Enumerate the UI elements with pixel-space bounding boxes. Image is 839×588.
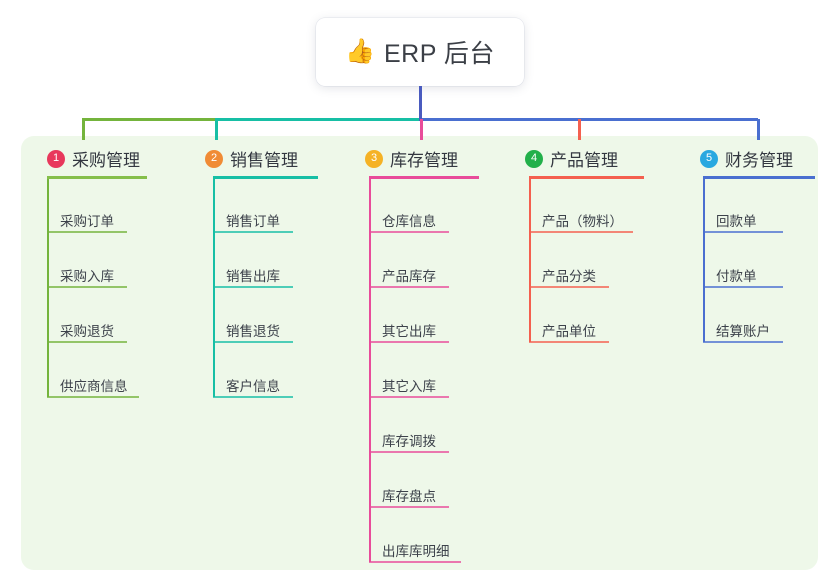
leaf-item-rule (47, 396, 139, 398)
leaf-item-rule (369, 286, 449, 288)
leaf-item[interactable]: 付款单 (716, 269, 757, 284)
drop-product (578, 119, 581, 140)
leaf-item-rule (47, 286, 127, 288)
leaf-item-rule (213, 341, 293, 343)
leaf-item[interactable]: 其它入库 (382, 379, 436, 394)
leaf-item[interactable]: 库存盘点 (382, 489, 436, 504)
column-header-5[interactable]: 5 财务管理 (700, 146, 793, 171)
leaf-item-rule (369, 341, 449, 343)
leaf-item[interactable]: 库存调拨 (382, 434, 436, 449)
leaf-item-rule (213, 396, 293, 398)
leaf-item-rule (703, 231, 783, 233)
leaf-item[interactable]: 供应商信息 (60, 379, 128, 394)
column-header-rule-4 (529, 176, 644, 179)
leaf-item[interactable]: 采购退货 (60, 324, 114, 339)
root-node-erp-backend[interactable]: 👍 ERP 后台 (316, 18, 524, 86)
column-title-1: 采购管理 (72, 151, 140, 170)
column-badge-2: 2 (205, 149, 223, 168)
column-title-5: 财务管理 (725, 151, 793, 170)
leaf-item-rule (703, 341, 783, 343)
leaf-item-rule (529, 286, 609, 288)
leaf-item[interactable]: 销售订单 (226, 214, 280, 229)
leaf-item[interactable]: 结算账户 (716, 324, 770, 339)
column-header-rule-5 (703, 176, 815, 179)
column-spine-2 (213, 179, 215, 397)
column-badge-5: 5 (700, 149, 718, 168)
leaf-item-rule (213, 231, 293, 233)
leaf-item-rule (529, 341, 609, 343)
leaf-item[interactable]: 产品单位 (542, 324, 596, 339)
leaf-item-rule (369, 506, 449, 508)
column-header-4[interactable]: 4 产品管理 (525, 146, 618, 171)
drop-finance (757, 119, 760, 140)
root-node-title: ERP 后台 (383, 40, 495, 68)
leaf-item-rule (369, 561, 461, 563)
leaf-item[interactable]: 仓库信息 (382, 214, 436, 229)
root-stem (419, 86, 422, 121)
drop-sales (215, 119, 218, 140)
bus-teal (215, 118, 420, 121)
column-badge-1: 1 (47, 149, 65, 168)
column-title-2: 销售管理 (230, 151, 298, 170)
thumbs-up-icon: 👍 (345, 38, 375, 65)
column-header-1[interactable]: 1 采购管理 (47, 146, 140, 171)
leaf-item-rule (529, 231, 633, 233)
leaf-item-rule (703, 286, 783, 288)
content-panel (21, 136, 818, 570)
leaf-item-rule (369, 451, 449, 453)
column-header-rule-2 (213, 176, 318, 179)
leaf-item[interactable]: 回款单 (716, 214, 757, 229)
leaf-item-rule (369, 231, 449, 233)
column-title-3: 库存管理 (390, 151, 458, 170)
leaf-item[interactable]: 出库库明细 (382, 544, 450, 559)
leaf-item[interactable]: 其它出库 (382, 324, 436, 339)
column-header-rule-3 (369, 176, 479, 179)
leaf-item[interactable]: 产品库存 (382, 269, 436, 284)
bus-green (82, 118, 215, 121)
leaf-item[interactable]: 采购入库 (60, 269, 114, 284)
leaf-item[interactable]: 采购订单 (60, 214, 114, 229)
column-badge-4: 4 (525, 149, 543, 168)
column-spine-3 (369, 179, 371, 562)
leaf-item[interactable]: 产品分类 (542, 269, 596, 284)
column-spine-5 (703, 179, 705, 342)
leaf-item-rule (47, 341, 127, 343)
leaf-item-rule (213, 286, 293, 288)
leaf-item-rule (47, 231, 127, 233)
column-header-3[interactable]: 3 库存管理 (365, 146, 458, 171)
column-spine-1 (47, 179, 49, 397)
column-header-rule-1 (47, 176, 147, 179)
leaf-item[interactable]: 销售退货 (226, 324, 280, 339)
column-header-2[interactable]: 2 销售管理 (205, 146, 298, 171)
drop-purchase (82, 119, 85, 140)
leaf-item[interactable]: 销售出库 (226, 269, 280, 284)
bus-blue (420, 118, 758, 121)
column-spine-4 (529, 179, 531, 342)
leaf-item[interactable]: 产品（物料） (542, 214, 623, 229)
leaf-item[interactable]: 客户信息 (226, 379, 280, 394)
column-title-4: 产品管理 (550, 151, 618, 170)
root-node-content: 👍 ERP 后台 (345, 34, 495, 70)
column-badge-3: 3 (365, 149, 383, 168)
drop-inventory (420, 119, 423, 140)
leaf-item-rule (369, 396, 449, 398)
